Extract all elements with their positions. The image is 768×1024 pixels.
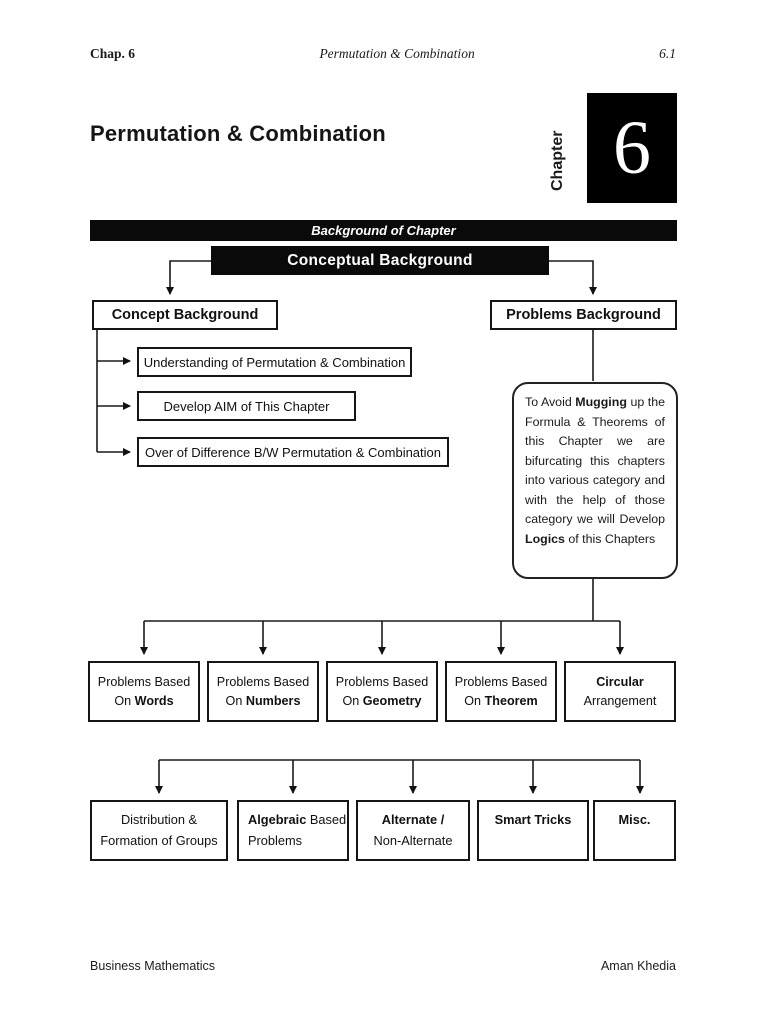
chapter-number-box: 6 xyxy=(587,93,677,203)
page-title: Permutation & Combination xyxy=(90,121,386,146)
banner-background-of-chapter: Background of Chapter xyxy=(90,220,677,241)
node-misc: Misc. xyxy=(593,800,676,861)
header-chapter-ref: Chap. 6 xyxy=(90,46,136,61)
note-bifurcation: To Avoid Mugging up the Formula & Theore… xyxy=(512,382,678,579)
chapter-label-vertical: Chapter xyxy=(549,130,566,192)
node-difference-permutation-combination: Over of Difference B/W Permutation & Com… xyxy=(137,437,449,467)
node-distribution-groups: Distribution &Formation of Groups xyxy=(90,800,228,861)
node-smart-tricks: Smart Tricks xyxy=(477,800,589,861)
chapter-number: 6 xyxy=(613,106,651,190)
footer-author: Aman Khedia xyxy=(600,959,676,973)
node-understanding-permutation-combination: Understanding of Permutation & Combinati… xyxy=(137,347,412,377)
page-header: Chap. 6 Permutation & Combination 6.1 xyxy=(90,46,676,62)
header-page-number: 6.1 xyxy=(659,46,676,61)
node-develop-aim: Develop AIM of This Chapter xyxy=(137,391,356,421)
node-conceptual-background: Conceptual Background xyxy=(211,246,549,275)
footer-book-title: Business Mathematics xyxy=(90,959,216,973)
header-running-title: Permutation & Combination xyxy=(319,46,475,61)
node-concept-background: Concept Background xyxy=(92,300,278,330)
node-alternate-non-alternate: Alternate /Non-Alternate xyxy=(356,800,470,861)
node-problems-background: Problems Background xyxy=(490,300,677,330)
page-footer: Business Mathematics Aman Khedia xyxy=(90,959,676,973)
